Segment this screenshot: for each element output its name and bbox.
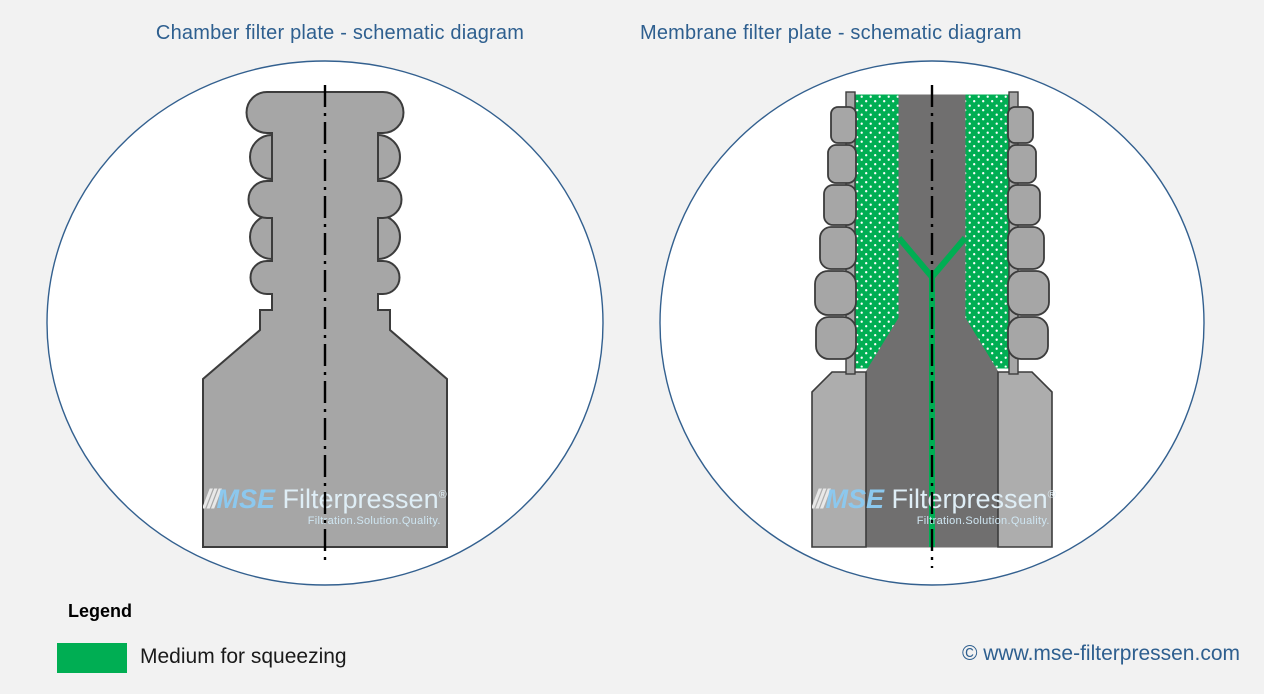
membrane-panel-title: Membrane filter plate - schematic diagra… bbox=[640, 22, 1022, 44]
membrane-segments-left bbox=[814, 106, 857, 360]
squeezing-medium-channel bbox=[896, 236, 968, 279]
membrane-plate-graphic: ///MSE Filterpressen® Filtration.Solutio… bbox=[811, 85, 1056, 568]
chamber-panel-title: Chamber filter plate - schematic diagram bbox=[155, 22, 525, 44]
watermark-brand: MSE bbox=[216, 486, 276, 514]
watermark-tagline: Filtration.Solution.Quality. bbox=[916, 515, 1050, 527]
legend-heading: Legend bbox=[68, 601, 133, 621]
membrane-segments-right bbox=[1007, 106, 1050, 360]
watermark-bars: /// bbox=[812, 486, 828, 514]
watermark-brand: MSE bbox=[825, 486, 885, 514]
panel-chamber: ///MSE Filterpressen® Filtration.Solutio… bbox=[46, 60, 604, 586]
chamber-watermark: ///MSE Filterpressen® Filtration.Solutio… bbox=[203, 486, 447, 527]
membrane-side-block-right bbox=[997, 371, 1053, 548]
legend-label-medium-for-squeezing: Medium for squeezing bbox=[140, 645, 347, 668]
watermark-registered-mark: ® bbox=[1047, 489, 1056, 501]
squeezing-medium-left bbox=[851, 94, 900, 369]
copyright-notice: © www.mse-filterpressen.com bbox=[961, 642, 1240, 665]
watermark-product: Filterpressen bbox=[275, 486, 439, 514]
chamber-side-pockets bbox=[249, 133, 401, 261]
membrane-watermark: ///MSE Filterpressen® Filtration.Solutio… bbox=[812, 486, 1056, 527]
squeezing-medium-right bbox=[964, 94, 1013, 369]
membrane-side-block-left bbox=[811, 371, 867, 548]
watermark-product: Filterpressen bbox=[884, 486, 1048, 514]
watermark-bars: /// bbox=[203, 486, 219, 514]
watermark-registered-mark: ® bbox=[438, 489, 447, 501]
squeezing-medium-regions bbox=[851, 94, 1013, 369]
legend-swatch-medium-for-squeezing bbox=[57, 643, 127, 673]
panel-membrane: ///MSE Filterpressen® Filtration.Solutio… bbox=[659, 60, 1205, 586]
